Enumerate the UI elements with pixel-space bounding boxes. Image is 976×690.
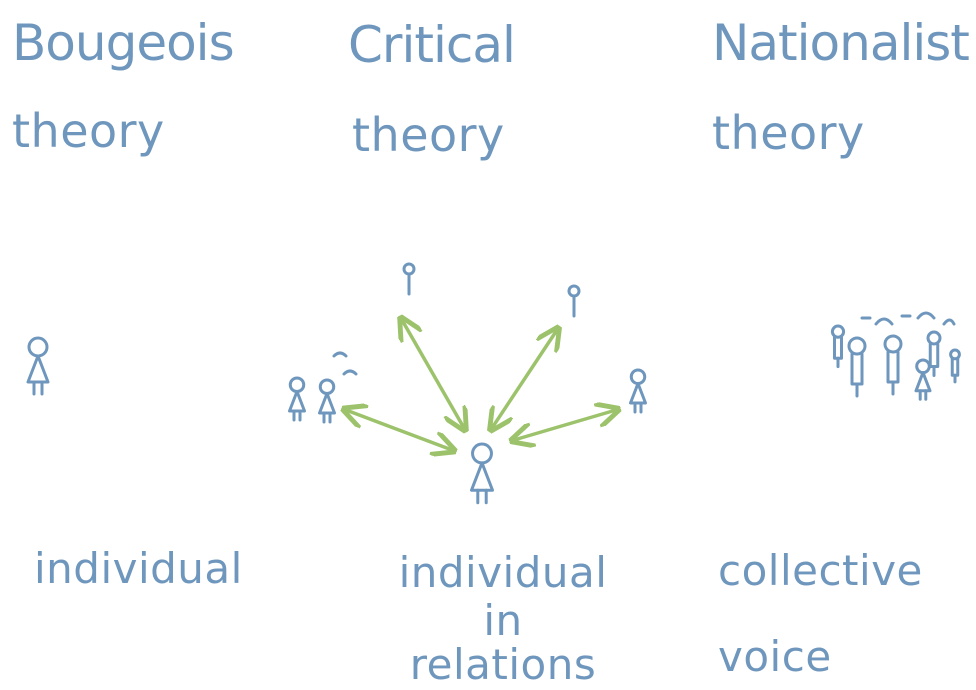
small-heads-marks: [332, 351, 358, 376]
crowd-figure-2: [883, 334, 903, 396]
caption-individual-in-relations-line3: relations: [409, 640, 597, 689]
crowd-head-marks: [860, 311, 956, 326]
crowd-figure-3: [914, 358, 932, 401]
arrow-top-right: [492, 330, 557, 428]
subtitle-bourgeois: theory: [12, 104, 165, 158]
related-figure-far-left: [288, 376, 306, 422]
title-nationalist: Nationalist: [712, 14, 970, 72]
title-bourgeois: Bougeois: [12, 14, 235, 72]
related-figure-right: [629, 368, 647, 414]
caption-collective: collective: [718, 546, 923, 595]
title-critical: Critical: [348, 16, 516, 74]
related-figure-top-right: [567, 284, 581, 318]
arrow-right: [514, 410, 616, 440]
arrow-top-left: [402, 320, 464, 428]
subtitle-critical: theory: [352, 108, 505, 162]
central-individual-figure: [470, 442, 494, 505]
crowd-figure-5: [926, 330, 942, 377]
related-figure-top-left: [402, 262, 416, 296]
related-figure-left: [318, 378, 336, 424]
arrow-left: [346, 410, 452, 450]
caption-voice: voice: [718, 632, 832, 681]
crowd-figure-4: [830, 324, 846, 369]
caption-individual-in-relations-line1: individual: [398, 548, 608, 597]
crowd-figure-1: [847, 336, 867, 398]
crowd-figure-6: [949, 348, 961, 384]
subtitle-nationalist: theory: [712, 106, 865, 160]
caption-individual: individual: [34, 544, 243, 593]
caption-individual-in-relations-line2: in: [483, 596, 523, 645]
individual-figure: [26, 336, 50, 396]
